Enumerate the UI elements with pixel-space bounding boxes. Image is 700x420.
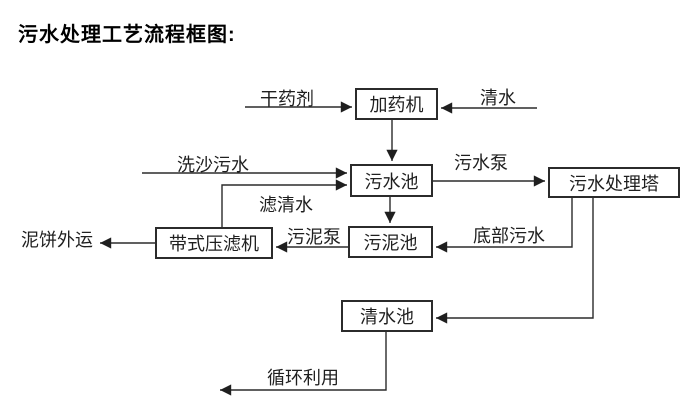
node-sewage-pool: 污水池 (350, 164, 433, 197)
label-bottom-sewage: 底部污水 (473, 226, 545, 246)
label-clean-water: 清水 (480, 88, 516, 108)
label-filtered-water: 滤清水 (259, 195, 313, 215)
label-recycling: 循环利用 (267, 368, 339, 388)
label-sand-washing-sewage: 洗沙污水 (177, 155, 249, 175)
arrow-tower-bottom-sewage-to-sludge-pool (436, 198, 573, 253)
label-mud-cake-outbound: 泥饼外运 (21, 230, 93, 250)
arrow-clean-pool-to-recycle (220, 332, 387, 396)
node-belt-filter-press: 带式压滤机 (155, 227, 273, 259)
label-sludge-pump: 污泥泵 (287, 227, 341, 247)
arrow-filtered-water-to-sewage-pool (221, 179, 347, 227)
node-clean-water-pool: 清水池 (341, 300, 433, 332)
arrow-tower-to-clean-pool (436, 198, 594, 324)
page-title: 污水处理工艺流程框图: (18, 24, 236, 46)
node-sludge-pool: 污泥池 (348, 226, 433, 258)
node-dosing-machine: 加药机 (355, 88, 438, 120)
node-treatment-tower: 污水处理塔 (548, 167, 680, 198)
label-sewage-pump: 污水泵 (454, 153, 508, 173)
label-dry-agent: 干药剂 (260, 89, 314, 109)
